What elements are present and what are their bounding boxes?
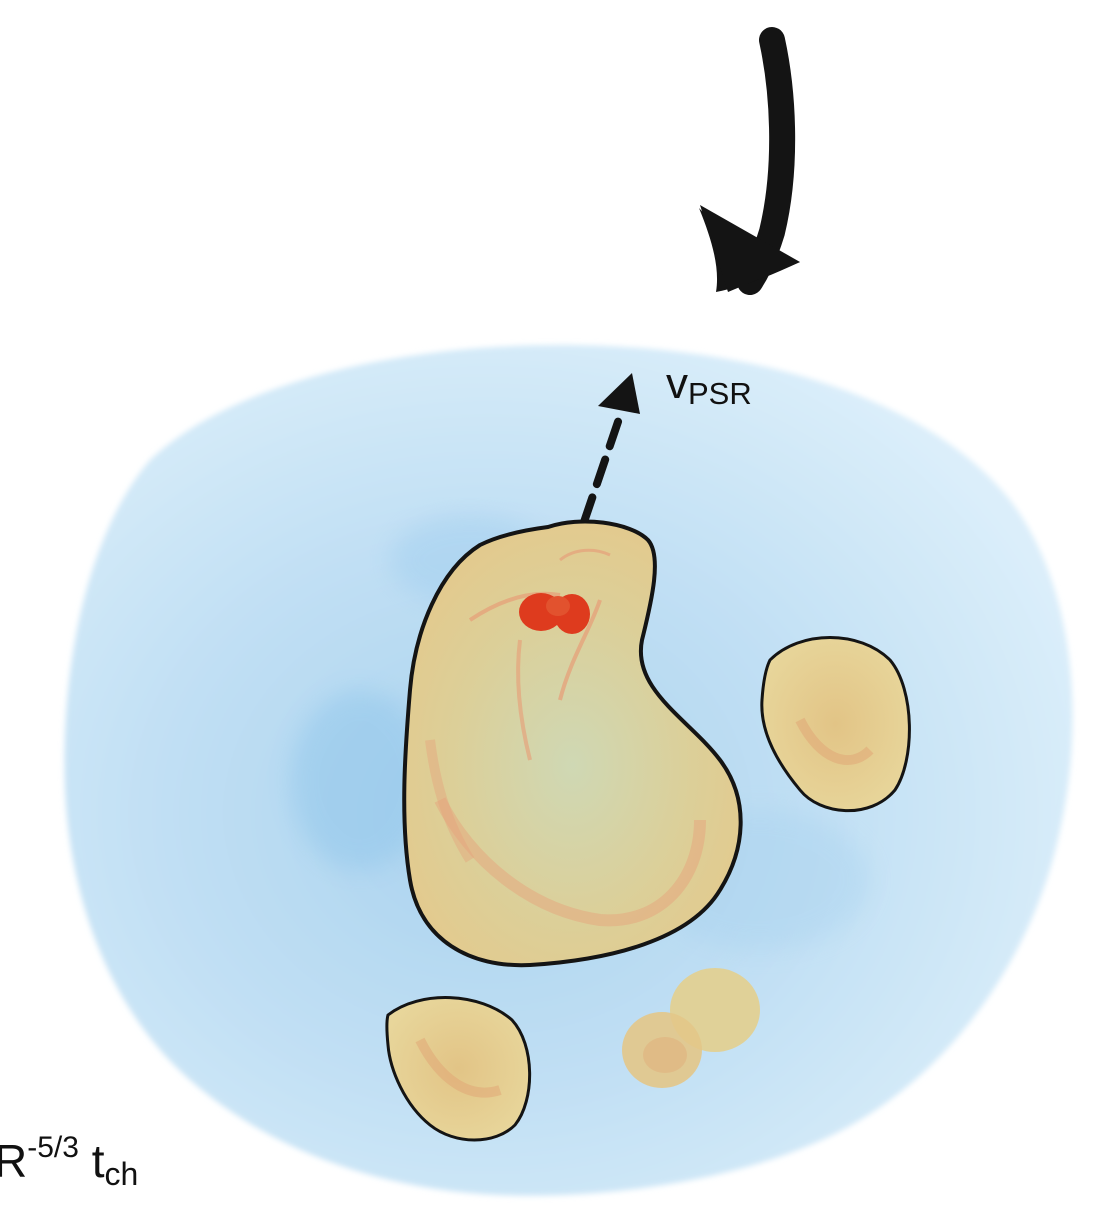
timescale-subscript: ch: [105, 1156, 139, 1192]
timescale-label: R-5/3 tch: [0, 1138, 138, 1184]
timescale-exponent: -5/3: [27, 1131, 79, 1164]
pulsar-velocity-label: vPSR: [666, 362, 752, 406]
down-left-arrow-icon: [699, 40, 800, 292]
velocity-subscript: PSR: [688, 376, 752, 411]
velocity-symbol: v: [666, 359, 688, 408]
timescale-symbol: t: [92, 1135, 105, 1187]
timescale-fragment: R: [0, 1135, 27, 1187]
